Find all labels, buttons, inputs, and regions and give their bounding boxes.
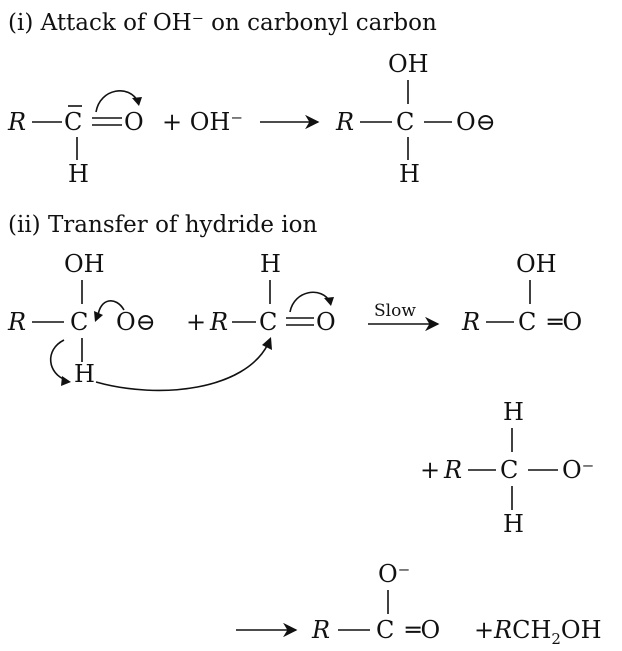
step1-product-carbon: C bbox=[396, 108, 414, 136]
step4-alcohol-oh: OH bbox=[561, 616, 602, 644]
step2-lone-pair-arrow bbox=[97, 300, 125, 317]
step4-carbonyl: ═O bbox=[405, 616, 440, 644]
step4-alcohol: RCH2OH bbox=[493, 616, 602, 648]
step1-hydrogen: H bbox=[68, 160, 89, 188]
step2-aldehyde-hydrogen: H bbox=[260, 250, 281, 278]
step3-top-hydrogen: H bbox=[503, 398, 524, 426]
step2-carbon: C bbox=[70, 308, 88, 336]
step2-aldehyde-r-group: R bbox=[209, 308, 228, 336]
step1-electron-curved-arrow bbox=[95, 90, 139, 113]
step1-carbon: C bbox=[64, 108, 82, 136]
step4-alcohol-subscript: 2 bbox=[551, 630, 561, 648]
step2-hydroxyl: OH bbox=[64, 250, 105, 278]
step3-plus: + bbox=[420, 456, 440, 484]
step4-alcohol-r: R bbox=[493, 616, 512, 644]
step2-hydride-transfer-arrow bbox=[95, 343, 269, 392]
step2-r-group: R bbox=[7, 308, 26, 336]
step1-product-r-group: R bbox=[335, 108, 354, 136]
step2-aldehyde-oxygen: O bbox=[316, 308, 336, 336]
step1-plus-hydroxide: + OH⁻ bbox=[162, 108, 243, 136]
step2-pi-bond-arrow-head bbox=[324, 297, 334, 306]
step4-carboxylate-oxide: O⁻ bbox=[378, 560, 410, 588]
step4-carbon: C bbox=[376, 616, 394, 644]
step4-alcohol-ch: CH bbox=[512, 616, 551, 644]
step2-slow-label: Slow bbox=[374, 301, 416, 321]
step2-lone-pair-arrow-head bbox=[94, 311, 103, 322]
step1-oxygen: O bbox=[124, 108, 144, 136]
step3-r-group: R bbox=[443, 456, 462, 484]
step2-oxide: O⊖ bbox=[116, 308, 156, 336]
step1-product-hydrogen: H bbox=[399, 160, 420, 188]
step1-curved-arrow-head bbox=[132, 97, 142, 106]
step1-r-group: R bbox=[7, 108, 26, 136]
step2-hydride-release-arrow bbox=[49, 339, 67, 381]
step2-product-r-group: R bbox=[461, 308, 480, 336]
step2-hydride-transfer-arrow-head bbox=[262, 337, 272, 350]
step2-heading: (ii) Transfer of hydride ion bbox=[8, 212, 317, 238]
step3-carbon: C bbox=[500, 456, 518, 484]
step4-r-group: R bbox=[311, 616, 330, 644]
step2-plus: + bbox=[186, 308, 206, 336]
step2-hydride-release-arrow-head bbox=[61, 376, 71, 386]
step2-product-hydroxyl: OH bbox=[516, 250, 557, 278]
step3-oxide: O⁻ bbox=[562, 456, 594, 484]
step3-bottom-hydrogen: H bbox=[503, 510, 524, 538]
step2-product-carbon: C bbox=[518, 308, 536, 336]
step1-product-hydroxyl: OH bbox=[388, 50, 429, 78]
step2-aldehyde-carbon: C bbox=[259, 308, 277, 336]
step2-product-carbonyl: ═O bbox=[547, 308, 582, 336]
step1-heading: (i) Attack of OH⁻ on carbonyl carbon bbox=[8, 10, 437, 36]
step4-plus: + bbox=[474, 616, 494, 644]
step1-product-oxide: O⊖ bbox=[456, 108, 496, 136]
step2-hydrogen: H bbox=[74, 360, 95, 388]
